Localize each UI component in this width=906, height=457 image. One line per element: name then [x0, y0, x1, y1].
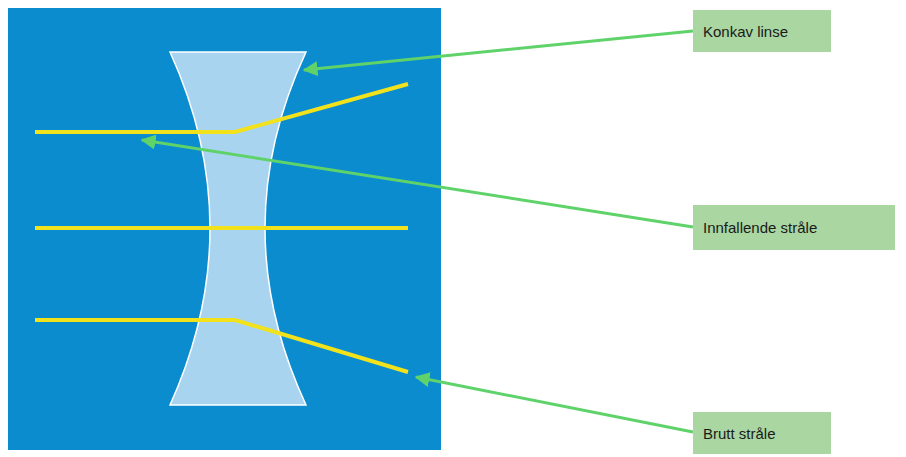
light-ray [35, 320, 408, 372]
label-text: Innfallende stråle [703, 219, 817, 236]
leader-line [416, 377, 693, 432]
light-ray [35, 226, 408, 230]
label-box: Innfallende stråle [693, 205, 895, 250]
leader-line [304, 31, 693, 70]
label-text: Brutt stråle [703, 425, 776, 442]
background-panel [8, 8, 441, 450]
label-text: Konkav linse [703, 23, 788, 40]
leader-line [142, 140, 693, 227]
label-box: Brutt stråle [693, 412, 831, 454]
label-box: Konkav linse [693, 10, 831, 52]
light-ray [35, 84, 408, 132]
